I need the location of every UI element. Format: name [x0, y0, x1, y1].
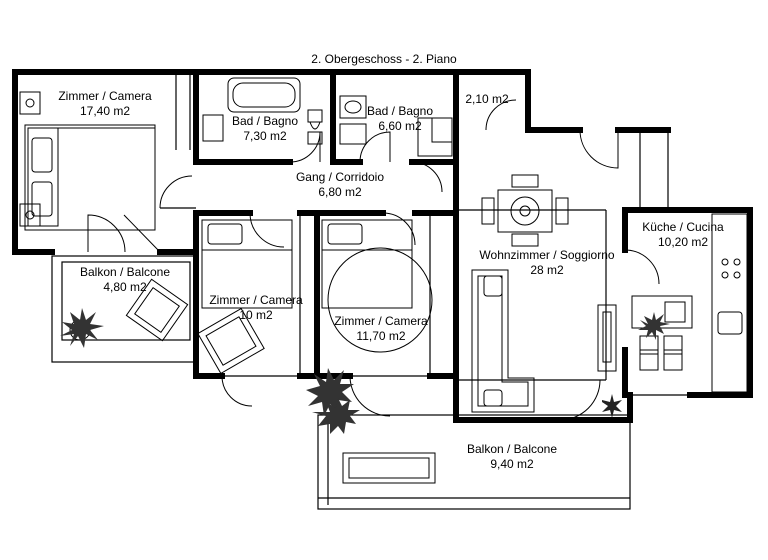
room-label-bad-1: Bad / Bagno 7,30 m2 — [210, 114, 320, 144]
room-name: Bad / Bagno — [366, 104, 434, 118]
tv-unit — [597, 304, 617, 372]
dining-table — [481, 174, 569, 247]
bathroom-1-fixtures — [202, 77, 323, 145]
sofa — [471, 269, 535, 413]
lounge-chair — [125, 278, 189, 342]
bench — [342, 452, 436, 484]
room-label-wohnzimmer: Wohnzimmer / Soggiorno 28 m2 — [465, 248, 629, 278]
room-label-balkon-1: Balkon / Balcone 4,80 m2 — [70, 265, 180, 295]
room-label-kueche: Küche / Cucina 10,20 m2 — [628, 220, 738, 250]
room-label-gang: Gang / Corridoio 6,80 m2 — [270, 170, 410, 200]
double-bed — [19, 91, 156, 231]
room-name: Balkon / Balcone — [466, 442, 558, 456]
plant-icon — [60, 308, 104, 348]
room-area: 2,10 m2 — [465, 92, 509, 106]
door-swings — [87, 99, 660, 421]
room-name: Küche / Cucina — [642, 220, 724, 234]
room-area: 17,40 m2 — [79, 104, 131, 118]
room-area: 10 m2 — [239, 308, 273, 322]
kitchen-fixtures — [631, 213, 748, 393]
walls — [12, 69, 753, 423]
room-area: 28 m2 — [530, 263, 564, 277]
room-area: 4,80 m2 — [103, 280, 147, 294]
room-label-storage: 2,10 m2 — [455, 92, 519, 107]
floor-plan-title: 2. Obergeschoss - 2. Piano — [311, 52, 457, 66]
single-bed-1 — [197, 219, 293, 375]
room-label-zimmer-1: Zimmer / Camera 17,40 m2 — [40, 89, 170, 119]
plant-icon — [306, 368, 360, 434]
plant-icon — [602, 394, 622, 418]
bathroom-2-fixtures — [339, 95, 453, 157]
plant-icon — [638, 312, 670, 340]
room-area: 6,60 m2 — [378, 119, 422, 133]
room-name: Balkon / Balcone — [79, 265, 171, 279]
room-area: 9,40 m2 — [490, 457, 534, 471]
balcony-bottom-outline — [317, 414, 631, 510]
room-label-zimmer-2: Zimmer / Camera 10 m2 — [196, 293, 316, 323]
room-area: 6,80 m2 — [318, 185, 362, 199]
room-area: 11,70 m2 — [356, 329, 406, 343]
room-name: Wohnzimmer / Soggiorno — [479, 248, 615, 262]
room-name: Gang / Corridoio — [295, 170, 385, 184]
room-label-bad-2: Bad / Bagno 6,60 m2 — [350, 104, 450, 134]
room-name: Zimmer / Camera — [209, 293, 303, 307]
thin-walls — [160, 75, 690, 396]
room-name: Bad / Bagno — [231, 114, 299, 128]
room-area: 7,30 m2 — [243, 129, 287, 143]
room-label-zimmer-3: Zimmer / Camera 11,70 m2 — [320, 314, 442, 344]
room-name: Zimmer / Camera — [334, 314, 428, 328]
room-name: Zimmer / Camera — [58, 89, 152, 103]
room-area: 10,20 m2 — [657, 235, 709, 249]
single-bed-2 — [321, 219, 433, 353]
room-label-balkon-2: Balkon / Balcone 9,40 m2 — [452, 442, 572, 472]
